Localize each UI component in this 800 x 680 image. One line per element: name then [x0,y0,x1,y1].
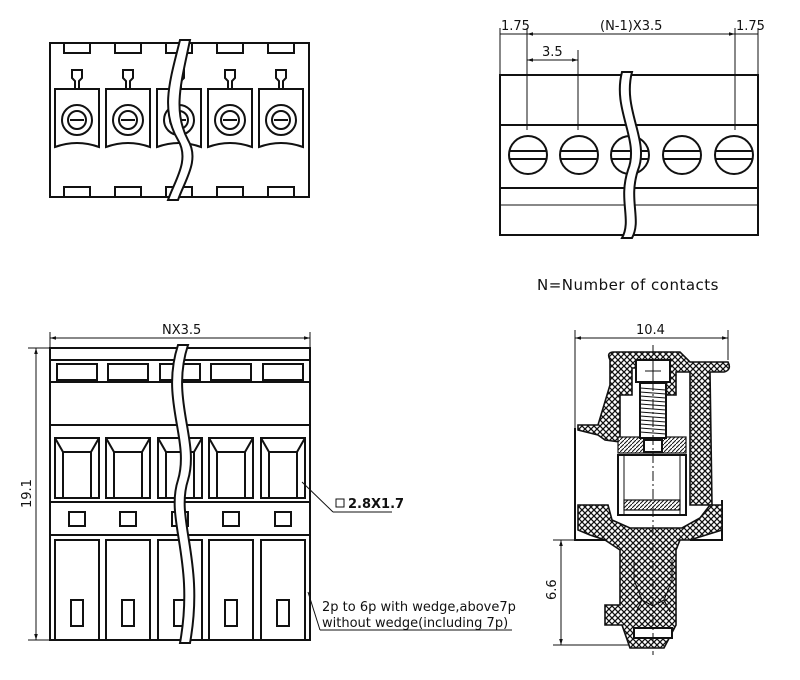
pin-size-label: 2.8X1.7 [348,497,404,512]
side-view [499,71,759,239]
top-slot [267,42,295,54]
thread-line [639,427,667,431]
latch-neck [224,69,236,90]
wire-entry-funnel [208,437,254,499]
front-view [49,344,311,644]
wedge-note: 2p to 6p with wedge,above7p without wedg… [307,591,516,631]
wedge-slot [70,599,84,627]
section-view-dimensions: 10.4 6.6 [545,323,729,646]
screw-head [271,110,291,130]
wedge-slot [276,599,290,627]
wedge-note-line2: without wedge(including 7p) [322,616,508,631]
terminal-module [54,88,100,149]
lower-compartment [208,539,254,641]
dim-left-margin: 1.75 [501,19,530,34]
screw-ring [112,104,144,136]
bottom-slot [63,186,91,198]
screw-ring [61,104,93,136]
top-slot [114,42,142,54]
top-window [56,363,98,381]
pin-window [119,511,137,527]
lower-compartment [105,539,151,641]
screw-head [220,110,240,130]
thread-line [639,395,667,399]
screw-ring [214,104,246,136]
wedge-note-line1: 2p to 6p with wedge,above7p [322,600,516,615]
pin-size-callout: 2.8X1.7 [301,481,404,513]
screw-head [508,135,548,175]
top-window [107,363,149,381]
bottom-slot [216,186,244,198]
lower-compartment [260,539,306,641]
screw-ring [265,104,297,136]
wire-entry-funnel [105,437,151,499]
dim-section-width: 10.4 [636,323,665,338]
side-view-dimensions: 1.75 (N-1)X3.5 1.75 3.5 [499,19,765,130]
terminal-module [105,88,151,149]
wedge-slot [224,599,238,627]
screw-head [662,135,702,175]
screw-head [559,135,599,175]
dim-total-width: NX3.5 [162,323,201,338]
screw-head [714,135,754,175]
top-slot [216,42,244,54]
bottom-slot [114,186,142,198]
front-view-dimensions: NX3.5 19.1 [20,323,311,641]
pin-window [222,511,240,527]
contacts-legend: N=Number of contacts [537,276,719,294]
dim-height: 19.1 [20,479,35,508]
dim-right-margin: 1.75 [736,19,765,34]
bottom-slot [267,186,295,198]
pin-window [68,511,86,527]
top-window [262,363,304,381]
wire-entry-funnel [54,437,100,499]
terminal-module [258,88,304,149]
thread-line [639,391,667,395]
screw-head [118,110,138,130]
top-view [49,39,310,201]
top-window [210,363,252,381]
latch-neck [122,69,134,90]
dim-span: (N-1)X3.5 [600,19,662,34]
wedge-slot [121,599,135,627]
dim-pitch: 3.5 [542,45,563,60]
pin-window [274,511,292,527]
terminal-module [207,88,253,149]
lower-compartment [54,539,100,641]
top-slot [63,42,91,54]
latch-neck [71,69,83,90]
square-pin-icon [335,498,345,508]
section-view [574,345,731,655]
dim-pin-length: 6.6 [545,579,560,600]
latch-neck [275,69,287,90]
screw-head [67,110,87,130]
thread-line [639,431,667,435]
wire-entry-funnel [260,437,306,499]
